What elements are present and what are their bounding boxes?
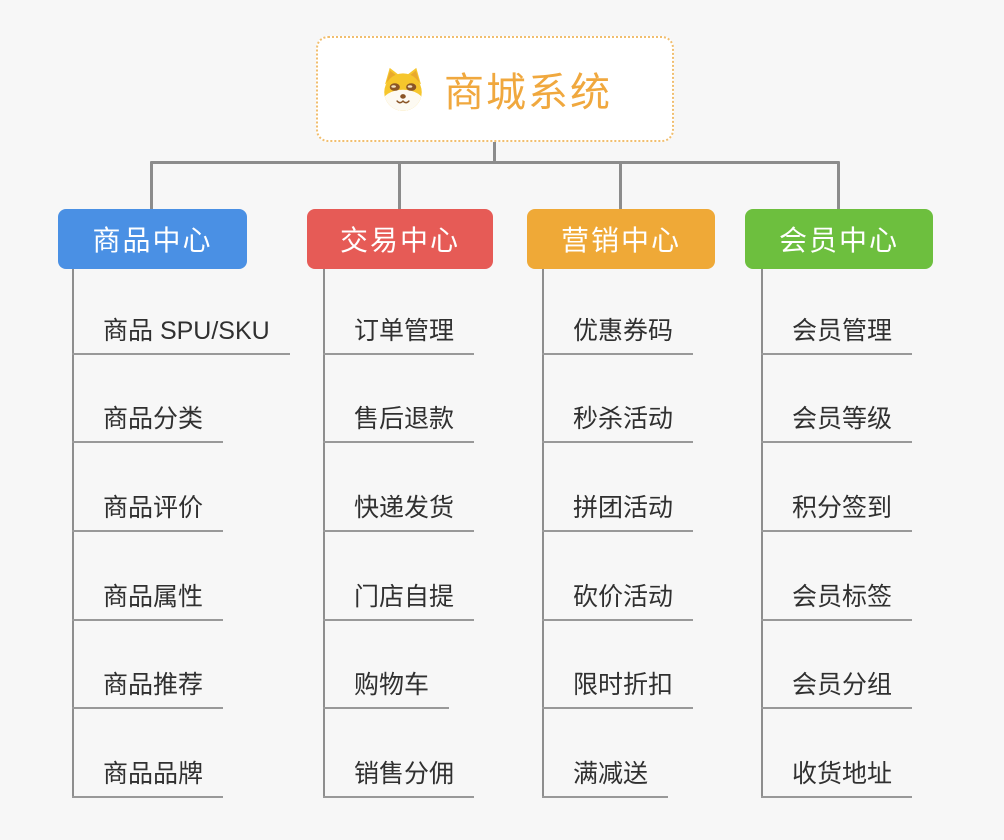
- branch-node-marketing-center[interactable]: 营销中心: [527, 209, 715, 269]
- leaf-node[interactable]: 会员分组: [761, 669, 913, 709]
- root-title: 商城系统: [444, 71, 612, 115]
- connector-drop-product: [150, 161, 153, 211]
- connector-spine-product: [72, 268, 74, 798]
- leaf-node[interactable]: 商品品牌: [72, 758, 224, 798]
- connector-drop-member: [837, 161, 840, 211]
- dog-face-icon: [378, 65, 428, 113]
- leaf-node[interactable]: 商品推荐: [72, 669, 224, 709]
- leaf-node[interactable]: 商品分类: [72, 403, 224, 443]
- leaf-node[interactable]: 限时折扣: [542, 669, 694, 709]
- leaf-node[interactable]: 门店自提: [323, 581, 475, 621]
- leaf-node[interactable]: 满减送: [542, 758, 669, 798]
- branch-label: 商品中心: [92, 225, 213, 256]
- root-node[interactable]: 商城系统: [316, 36, 674, 142]
- branch-label: 会员中心: [778, 225, 899, 256]
- leaf-node[interactable]: 售后退款: [323, 403, 475, 443]
- leaf-node[interactable]: 积分签到: [761, 492, 913, 532]
- branch-label: 营销中心: [560, 225, 681, 256]
- leaf-node[interactable]: 会员管理: [761, 315, 913, 355]
- connector-spine-marketing: [542, 268, 544, 798]
- leaf-node[interactable]: 快递发货: [323, 492, 475, 532]
- leaf-node[interactable]: 秒杀活动: [542, 403, 694, 443]
- leaf-node[interactable]: 销售分佣: [323, 758, 475, 798]
- branch-node-member-center[interactable]: 会员中心: [745, 209, 933, 269]
- leaf-node[interactable]: 商品 SPU/SKU: [72, 315, 290, 355]
- leaf-node[interactable]: 商品评价: [72, 492, 224, 532]
- leaf-node[interactable]: 砍价活动: [542, 581, 694, 621]
- connector-bus: [150, 161, 840, 164]
- leaf-node[interactable]: 订单管理: [323, 315, 475, 355]
- leaf-node[interactable]: 会员标签: [761, 581, 913, 621]
- connector-root-stem: [493, 140, 496, 162]
- leaf-node[interactable]: 拼团活动: [542, 492, 694, 532]
- branch-label: 交易中心: [339, 225, 460, 256]
- connector-drop-trade: [398, 161, 401, 211]
- leaf-node[interactable]: 购物车: [323, 669, 450, 709]
- connector-spine-member: [761, 268, 763, 798]
- branch-node-trade-center[interactable]: 交易中心: [307, 209, 493, 269]
- leaf-node[interactable]: 收货地址: [761, 758, 913, 798]
- leaf-node[interactable]: 会员等级: [761, 403, 913, 443]
- branch-node-product-center[interactable]: 商品中心: [58, 209, 247, 269]
- connector-spine-trade: [323, 268, 325, 798]
- leaf-node[interactable]: 商品属性: [72, 581, 224, 621]
- leaf-node[interactable]: 优惠券码: [542, 315, 694, 355]
- connector-drop-marketing: [619, 161, 622, 211]
